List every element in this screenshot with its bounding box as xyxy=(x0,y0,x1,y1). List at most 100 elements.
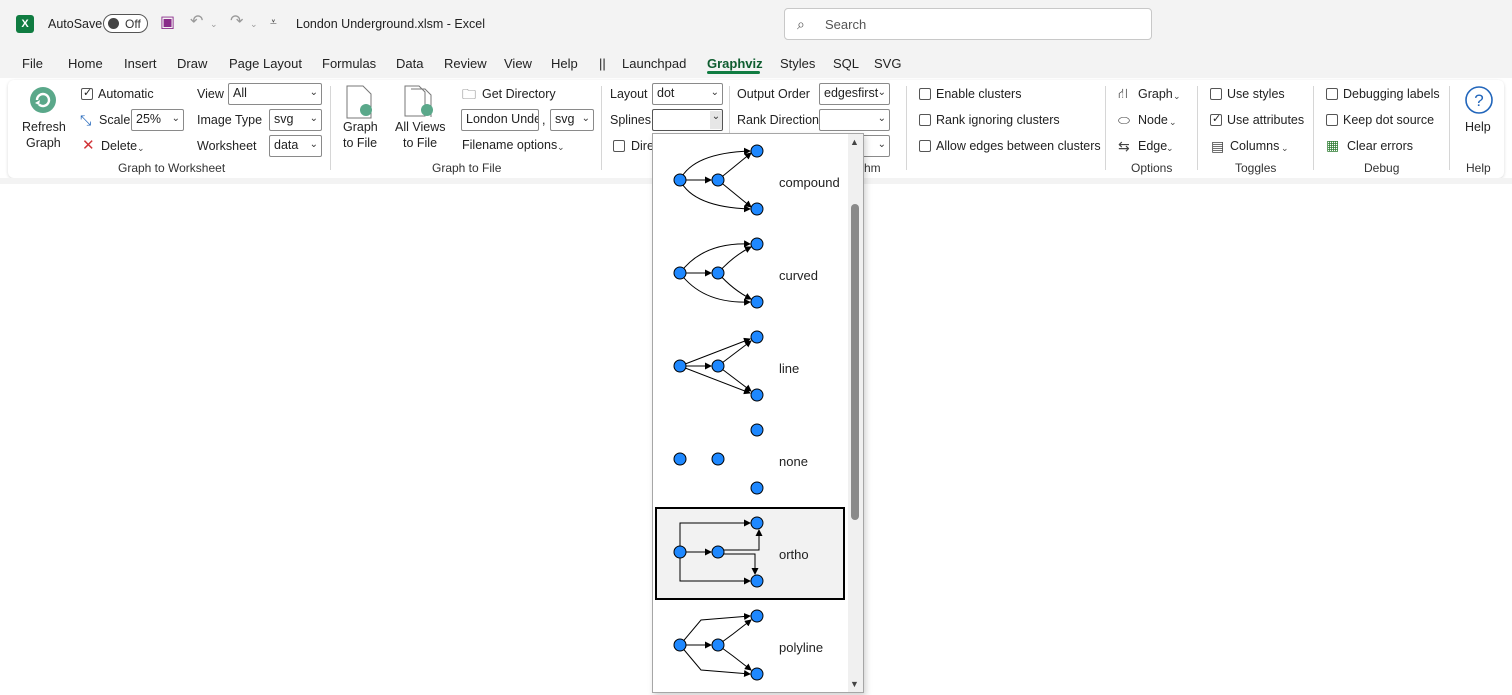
chevron-down-icon: ⌄ xyxy=(877,87,886,98)
dropdown-item-line[interactable]: line xyxy=(655,321,845,414)
rank-direction-select[interactable]: ⌄ xyxy=(819,109,890,131)
dropdown-scrollbar[interactable]: ▲ ▼ xyxy=(848,134,863,692)
node-icon: ⬭ xyxy=(1118,112,1130,128)
graph-menu-button[interactable]: Graph xyxy=(1138,87,1173,101)
output-order-label: Output Order xyxy=(737,87,810,101)
search-icon: ⌕ xyxy=(797,16,805,32)
autosave-state: Off xyxy=(125,17,141,31)
menu-data[interactable]: Data xyxy=(396,56,424,71)
dropdown-item-label: line xyxy=(779,361,800,376)
enable-clusters-checkbox[interactable] xyxy=(919,88,931,100)
refresh-label-2: Graph xyxy=(26,136,61,150)
menu-page-layout[interactable]: Page Layout xyxy=(229,56,303,71)
line-graph-icon xyxy=(673,330,764,402)
dropdown-item-polyline[interactable]: polyline xyxy=(655,600,845,692)
undo-icon[interactable]: ↶ xyxy=(190,13,204,30)
refresh-graph-button[interactable]: Refresh Graph xyxy=(20,84,66,154)
compound-graph-icon xyxy=(673,144,764,216)
dropdown-item-curved[interactable]: curved xyxy=(655,228,845,321)
splines-select[interactable]: ⌄ xyxy=(652,109,723,131)
group-divider xyxy=(1105,86,1106,170)
get-directory-button[interactable]: Get Directory xyxy=(482,87,556,101)
menu-insert[interactable]: Insert xyxy=(124,56,157,71)
allow-edges-checkbox[interactable] xyxy=(919,140,931,152)
chevron-down-icon: ⌄ xyxy=(581,113,590,124)
scroll-up-icon[interactable]: ▲ xyxy=(850,137,859,147)
filename-input[interactable]: London Unde xyxy=(461,109,539,131)
dropdown-item-label: curved xyxy=(779,268,819,283)
scroll-down-icon[interactable]: ▼ xyxy=(850,679,859,689)
all-views-label-1: All Views xyxy=(395,120,446,134)
menu-sql[interactable]: SQL xyxy=(833,56,860,71)
menu-file[interactable]: File xyxy=(22,56,43,71)
graph-icon: ⛙ xyxy=(1118,85,1128,101)
filename-options-button[interactable]: Filename options xyxy=(462,138,558,152)
file-extension-select[interactable]: svg ⌄ xyxy=(550,109,594,131)
menu-separator: || xyxy=(599,56,606,71)
use-styles-checkbox[interactable] xyxy=(1210,88,1222,100)
menu-formulas[interactable]: Formulas xyxy=(322,56,377,71)
file-extension-value: svg xyxy=(555,112,575,126)
chevron-down-icon: ⌄ xyxy=(1169,117,1177,127)
save-icon[interactable]: ▣ xyxy=(160,14,176,31)
debugging-labels-checkbox[interactable] xyxy=(1326,88,1338,100)
dropdown-item-ortho[interactable]: ortho xyxy=(655,507,845,600)
output-order-select[interactable]: edgesfirst ⌄ xyxy=(819,83,890,105)
redo-icon[interactable]: ↷ xyxy=(230,13,244,30)
group-divider xyxy=(906,86,907,170)
filename-value: London Unde xyxy=(466,112,539,126)
rank-ignoring-clusters-checkbox[interactable] xyxy=(919,114,931,126)
menu-launchpad[interactable]: Launchpad xyxy=(622,56,687,71)
dropdown-item-label: none xyxy=(779,454,808,469)
keep-dot-source-checkbox[interactable] xyxy=(1326,114,1338,126)
chevron-down-icon[interactable]: ⌄ xyxy=(250,19,258,29)
debugging-labels-label: Debugging labels xyxy=(1343,87,1440,101)
group-label-options: Options xyxy=(1131,161,1173,175)
menu-review[interactable]: Review xyxy=(444,56,487,71)
group-label-algorithm: hm xyxy=(864,161,881,175)
splines-dropdown[interactable]: compound curved line xyxy=(652,133,864,693)
automatic-checkbox[interactable] xyxy=(81,86,93,100)
directed-checkbox[interactable] xyxy=(613,140,625,152)
delete-button[interactable]: Delete xyxy=(101,139,138,153)
menu-graphviz[interactable]: Graphviz xyxy=(707,56,763,71)
all-views-to-file-button[interactable]: All Views to File xyxy=(393,84,445,154)
active-tab-indicator xyxy=(707,71,760,74)
dropdown-item-none[interactable]: none xyxy=(655,414,845,507)
menu-svg[interactable]: SVG xyxy=(874,56,902,71)
menu-help[interactable]: Help xyxy=(551,56,578,71)
dropdown-item-compound[interactable]: compound xyxy=(655,135,845,228)
graph-to-file-button[interactable]: Graph to File xyxy=(340,84,380,154)
menu-draw[interactable]: Draw xyxy=(177,56,208,71)
menu-view[interactable]: View xyxy=(504,56,532,71)
use-attributes-checkbox[interactable] xyxy=(1210,112,1222,126)
help-button[interactable]: ? Help xyxy=(1462,84,1496,138)
layout-label: Layout xyxy=(610,87,648,101)
chevron-down-icon: ⌄ xyxy=(1281,143,1289,153)
edge-menu-button[interactable]: Edge xyxy=(1138,139,1168,153)
columns-menu-button[interactable]: Columns xyxy=(1230,139,1280,153)
customize-icon[interactable]: ⩡ xyxy=(270,15,277,29)
group-divider xyxy=(1313,86,1314,170)
chevron-down-icon[interactable]: ⌄ xyxy=(710,111,722,129)
clear-errors-button[interactable]: Clear errors xyxy=(1347,139,1413,153)
chevron-down-icon[interactable]: ⌄ xyxy=(210,19,218,29)
view-select[interactable]: All ⌄ xyxy=(228,83,322,105)
scroll-thumb[interactable] xyxy=(851,204,859,520)
node-menu-button[interactable]: Node xyxy=(1138,113,1168,127)
layout-select[interactable]: dot ⌄ xyxy=(652,83,723,105)
chevron-down-icon: ⌄ xyxy=(309,113,318,124)
group-label-help: Help xyxy=(1466,161,1491,175)
scale-select[interactable]: 25% ⌄ xyxy=(131,109,184,131)
scale-icon: ⤡ xyxy=(80,112,92,128)
menu-styles[interactable]: Styles xyxy=(780,56,816,71)
image-type-select[interactable]: svg ⌄ xyxy=(269,109,322,131)
worksheet-label: Worksheet xyxy=(197,139,257,153)
search-box[interactable]: ⌕ Search xyxy=(784,8,1152,40)
refresh-label-1: Refresh xyxy=(22,120,66,134)
worksheet-select[interactable]: data ⌄ xyxy=(269,135,322,157)
autosave-toggle[interactable]: Off xyxy=(103,14,148,33)
menu-home[interactable]: Home xyxy=(68,56,103,71)
use-attributes-label: Use attributes xyxy=(1227,113,1305,127)
group-divider xyxy=(601,86,602,170)
